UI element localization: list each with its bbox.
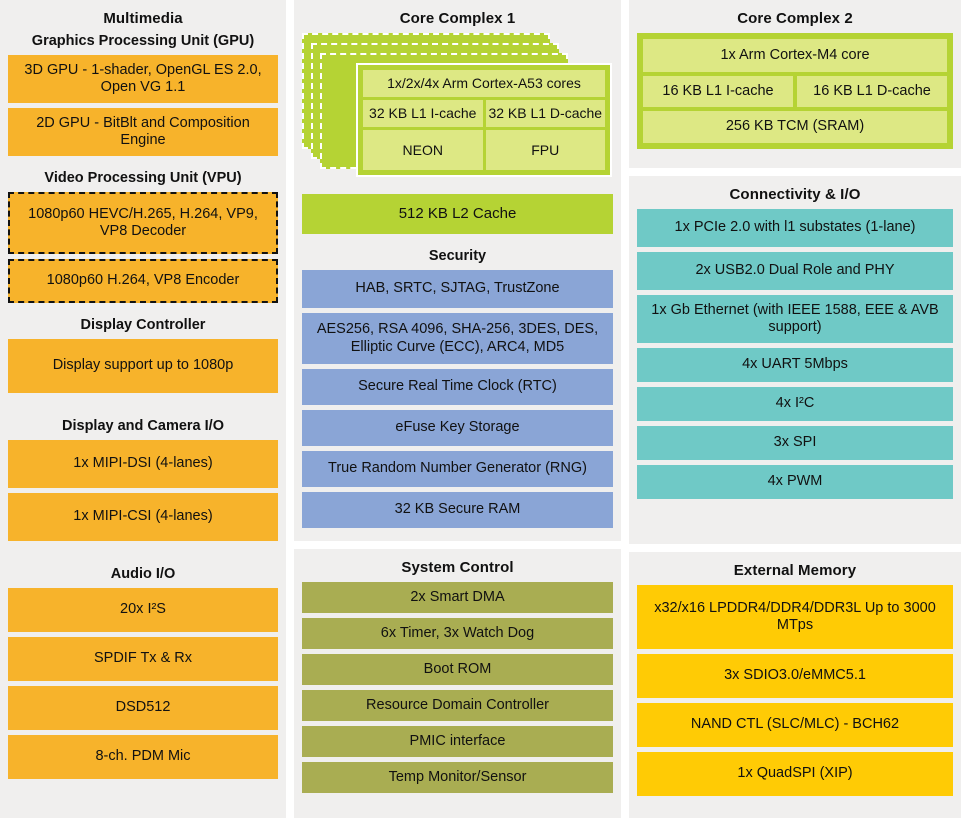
block-3d-gpu[interactable]: 3D GPU - 1-shader, OpenGL ES 2.0, Open V… (8, 55, 278, 104)
panel-title-multimedia: Multimedia (103, 10, 183, 27)
core-complex-1-card-stack: 1x/2x/4x Arm Cortex-A53 cores 32 KB L1 I… (302, 33, 613, 189)
block-secure-ram[interactable]: 32 KB Secure RAM (302, 492, 613, 529)
block-mipi-dsi[interactable]: 1x MIPI-DSI (4-lanes) (8, 440, 278, 489)
block-secure-rtc[interactable]: Secure Real Time Clock (RTC) (302, 369, 613, 406)
panel-external-memory: External Memory x32/x16 LPDDR4/DDR4/DDR3… (629, 552, 961, 818)
core2-row-l1: 16 KB L1 I-cache 16 KB L1 D-cache (643, 75, 947, 107)
block-lpddr4[interactable]: x32/x16 LPDDR4/DDR4/DDR3L Up to 3000 MTp… (637, 585, 953, 650)
section-heading-vpu: Video Processing Unit (VPU) (44, 170, 242, 187)
block-boot-rom[interactable]: Boot ROM (302, 654, 613, 686)
block-spdif[interactable]: SPDIF Tx & Rx (8, 637, 278, 682)
section-heading-security: Security (428, 248, 487, 265)
block-display-support[interactable]: Display support up to 1080p (8, 339, 278, 394)
column-multimedia: Multimedia Graphics Processing Unit (GPU… (0, 0, 286, 818)
block-mipi-csi[interactable]: 1x MIPI-CSI (4-lanes) (8, 493, 278, 542)
core-card-front[interactable]: 1x/2x/4x Arm Cortex-A53 cores 32 KB L1 I… (356, 63, 612, 178)
cell-fpu[interactable]: FPU (485, 129, 605, 171)
block-nand-ctl[interactable]: NAND CTL (SLC/MLC) - BCH62 (637, 703, 953, 748)
cell-m4-l1-icache[interactable]: 16 KB L1 I-cache (643, 75, 793, 107)
block-uart[interactable]: 4x UART 5Mbps (637, 348, 953, 383)
block-efuse-key-storage[interactable]: eFuse Key Storage (302, 410, 613, 447)
panel-title-core-complex-2: Core Complex 2 (737, 10, 853, 27)
section-heading-audio-io: Audio I/O (110, 566, 176, 583)
cell-l1-dcache[interactable]: 32 KB L1 D-cache (485, 100, 605, 127)
panel-title-external-memory: External Memory (733, 562, 857, 579)
block-pcie[interactable]: 1x PCIe 2.0 with l1 substates (1-lane) (637, 209, 953, 248)
block-l2-cache[interactable]: 512 KB L2 Cache (302, 194, 613, 235)
block-pwm[interactable]: 4x PWM (637, 465, 953, 500)
block-rng[interactable]: True Random Number Generator (RNG) (302, 451, 613, 488)
core-row-neon-fpu: NEON FPU (363, 129, 605, 171)
cell-m4-l1-dcache[interactable]: 16 KB L1 D-cache (797, 75, 947, 107)
block-timer-watchdog[interactable]: 6x Timer, 3x Watch Dog (302, 618, 613, 650)
block-sdio-emmc[interactable]: 3x SDIO3.0/eMMC5.1 (637, 654, 953, 699)
cell-tcm-sram[interactable]: 256 KB TCM (SRAM) (643, 111, 947, 144)
panel-multimedia: Multimedia Graphics Processing Unit (GPU… (0, 0, 286, 818)
core-row-l1: 32 KB L1 I-cache 32 KB L1 D-cache (363, 100, 605, 127)
block-crypto-algorithms[interactable]: AES256, RSA 4096, SHA-256, 3DES, DES, El… (302, 313, 613, 365)
cell-neon[interactable]: NEON (363, 129, 483, 171)
block-i2s[interactable]: 20x I²S (8, 588, 278, 633)
core-row-cores: 1x/2x/4x Arm Cortex-A53 cores (363, 70, 605, 98)
block-pdm-mic[interactable]: 8-ch. PDM Mic (8, 735, 278, 780)
panel-core-complex-2: Core Complex 2 1x Arm Cortex-M4 core 16 … (629, 0, 961, 168)
block-video-encoder[interactable]: 1080p60 H.264, VP8 Encoder (8, 259, 278, 304)
panel-core-complex-1-security: Core Complex 1 1x/2x/4x Arm Cortex-A53 c… (294, 0, 621, 541)
block-i2c[interactable]: 4x I²C (637, 387, 953, 422)
panel-system-control: System Control 2x Smart DMA 6x Timer, 3x… (294, 549, 621, 818)
block-smart-dma[interactable]: 2x Smart DMA (302, 582, 613, 614)
block-spi[interactable]: 3x SPI (637, 426, 953, 461)
block-gb-ethernet[interactable]: 1x Gb Ethernet (with IEEE 1588, EEE & AV… (637, 295, 953, 344)
panel-title-system-control: System Control (401, 559, 514, 576)
block-quadspi[interactable]: 1x QuadSPI (XIP) (637, 752, 953, 797)
section-heading-display-controller: Display Controller (80, 317, 206, 334)
panel-title-core-complex-1: Core Complex 1 (399, 10, 516, 27)
cell-l1-icache[interactable]: 32 KB L1 I-cache (363, 100, 483, 127)
section-heading-display-camera-io: Display and Camera I/O (62, 418, 224, 435)
cell-cortex-m4-core[interactable]: 1x Arm Cortex-M4 core (643, 39, 947, 72)
block-hab-srtc[interactable]: HAB, SRTC, SJTAG, TrustZone (302, 270, 613, 309)
panel-connectivity-io: Connectivity & I/O 1x PCIe 2.0 with l1 s… (629, 176, 961, 544)
block-pmic-interface[interactable]: PMIC interface (302, 726, 613, 758)
block-dsd512[interactable]: DSD512 (8, 686, 278, 731)
block-2d-gpu[interactable]: 2D GPU - BitBlt and Composition Engine (8, 108, 278, 157)
block-usb2[interactable]: 2x USB2.0 Dual Role and PHY (637, 252, 953, 291)
block-temp-monitor[interactable]: Temp Monitor/Sensor (302, 762, 613, 794)
cell-a53-cores[interactable]: 1x/2x/4x Arm Cortex-A53 cores (363, 70, 605, 98)
panel-title-connectivity: Connectivity & I/O (729, 186, 861, 203)
core-complex-2-card[interactable]: 1x Arm Cortex-M4 core 16 KB L1 I-cache 1… (637, 33, 953, 150)
column-core-security-system: Core Complex 1 1x/2x/4x Arm Cortex-A53 c… (294, 0, 621, 818)
column-cores-connectivity-memory: Core Complex 2 1x Arm Cortex-M4 core 16 … (629, 0, 961, 818)
block-video-decoder[interactable]: 1080p60 HEVC/H.265, H.264, VP9, VP8 Deco… (8, 192, 278, 255)
block-resource-domain-controller[interactable]: Resource Domain Controller (302, 690, 613, 722)
section-heading-gpu: Graphics Processing Unit (GPU) (31, 33, 255, 50)
